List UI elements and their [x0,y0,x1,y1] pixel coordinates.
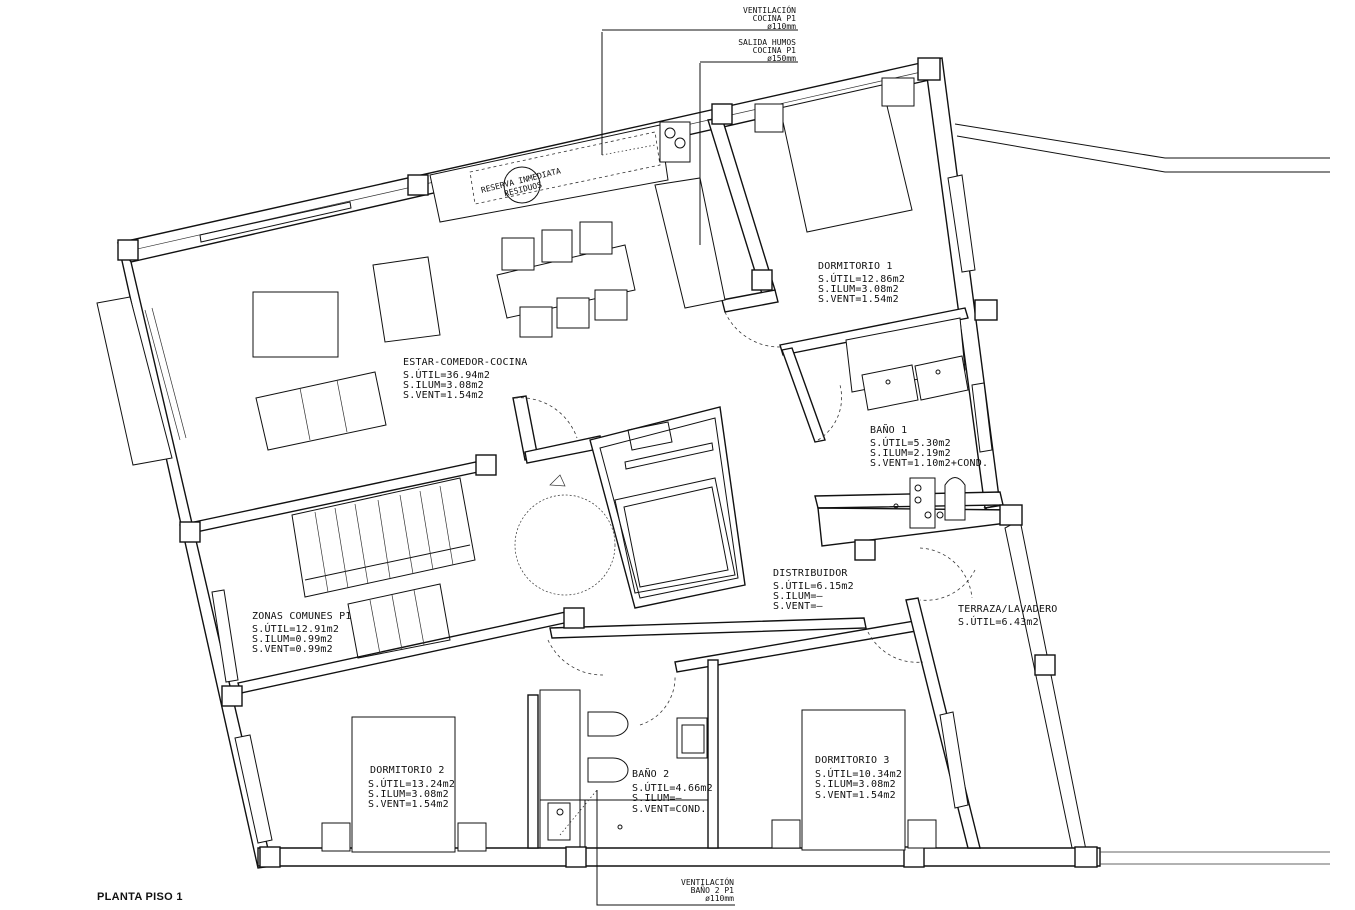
callout-line: VENTILACIÓN [681,876,734,887]
room-area: S.VENT=1.54m2 [403,390,484,401]
room-area: S.VENT=1.54m2 [368,799,449,810]
room-area: S.ILUM=0.99m2 [252,634,333,645]
room-name: BAÑO 1 [870,423,907,436]
room-area: S.ILUM=2.19m2 [870,448,951,459]
room-area: S.ILUM=3.08m2 [815,779,896,790]
room-zonas-comunes: ZONAS COMUNES P1 S.ÚTIL=12.91m2 S.ILUM=0… [252,611,352,655]
callout-line: VENTILACIÓN [743,4,796,15]
room-name: DORMITORIO 2 [370,765,445,776]
room-area: S.ILUM=– [632,793,683,804]
callout-vent-bano2: VENTILACIÓN BAÑO 2 P1 ø110mm [681,876,734,903]
room-area: S.ÚTIL=12.86m2 [818,272,905,285]
door-swings [514,311,976,726]
room-area: S.VENT=– [773,601,824,612]
room-dormitorio-2: DORMITORIO 2 S.ÚTIL=13.24m2 S.ILUM=3.08m… [368,765,455,810]
kitchen-island [654,177,726,309]
armchair [372,256,441,343]
room-area: S.VENT=1.54m2 [815,790,896,801]
room-area: S.ÚTIL=6.15m2 [773,579,854,592]
dining-table [496,244,636,319]
room-name: DISTRIBUIDOR [773,568,848,579]
room-name: DORMITORIO 1 [818,261,893,272]
callout-line: COCINA P1 [753,14,797,23]
callout-vent-cocina: VENTILACIÓN COCINA P1 ø110mm [602,4,798,31]
kitchen-counter [429,124,669,223]
room-area: S.ÚTIL=6.43m2 [958,615,1039,628]
room-area: S.ILUM=3.08m2 [403,380,484,391]
bedroom1-furniture [754,77,969,529]
callout-line: ø150mm [767,54,796,63]
room-bano-1: BAÑO 1 S.ÚTIL=5.30m2 S.ILUM=2.19m2 S.VEN… [870,423,988,469]
bed-3 [801,709,906,851]
room-name: ZONAS COMUNES P1 [252,611,352,622]
callout-line: SALIDA HUMOS [738,38,796,47]
room-terraza: TERRAZA/LAVADERO S.ÚTIL=6.43m2 [958,604,1058,628]
room-name: DORMITORIO 3 [815,755,890,766]
waste-reserve-circle [503,166,541,204]
room-area: S.ÚTIL=36.94m2 [403,368,490,381]
room-dormitorio-1: DORMITORIO 1 S.ÚTIL=12.86m2 S.ILUM=3.08m… [818,261,905,305]
room-name: ESTAR-COMEDOR-COCINA [403,357,527,368]
room-area: S.VENT=0.99m2 [252,644,333,655]
page-title: PLANTA PISO 1 [97,891,183,903]
room-area: S.VENT=1.10m2+COND. [870,458,988,469]
room-area: S.ÚTIL=5.30m2 [870,436,951,449]
room-area: S.ILUM=3.08m2 [818,284,899,295]
room-area: S.ILUM=3.08m2 [368,789,449,800]
room-name: BAÑO 2 [632,767,669,780]
room-area: S.ÚTIL=4.66m2 [632,781,713,794]
callout-line: COCINA P1 [753,46,797,55]
room-estar: ESTAR-COMEDOR-COCINA S.ÚTIL=36.94m2 S.IL… [403,357,527,401]
room-area: S.ILUM=– [773,591,824,602]
bed-2 [351,716,456,853]
sofa [255,371,387,451]
windows [96,174,993,844]
callout-line: ø110mm [705,894,734,903]
room-area: S.ÚTIL=13.24m2 [368,777,455,790]
room-area: S.VENT=1.54m2 [818,294,899,305]
bed-1 [779,84,913,233]
callout-line: ø110mm [767,22,796,31]
room-area: S.ÚTIL=12.91m2 [252,622,339,635]
stairs [291,474,616,659]
rug [252,291,339,358]
room-area: S.VENT=COND. [632,804,707,815]
callout-salida-humos: SALIDA HUMOS COCINA P1 ø150mm [700,38,798,63]
room-distribuidor: DISTRIBUIDOR S.ÚTIL=6.15m2 S.ILUM=– S.VE… [773,568,854,612]
room-dormitorio-3: DORMITORIO 3 S.ÚTIL=10.34m2 S.ILUM=3.08m… [815,755,902,801]
room-area: S.ÚTIL=10.34m2 [815,767,902,780]
living-furniture [252,32,726,451]
callout-line: BAÑO 2 P1 [691,885,735,895]
columns [117,57,1098,868]
room-name: TERRAZA/LAVADERO [958,604,1058,615]
lower-furniture [321,709,937,906]
room-bano-2: BAÑO 2 S.ÚTIL=4.66m2 S.ILUM=– S.VENT=CON… [632,767,713,815]
